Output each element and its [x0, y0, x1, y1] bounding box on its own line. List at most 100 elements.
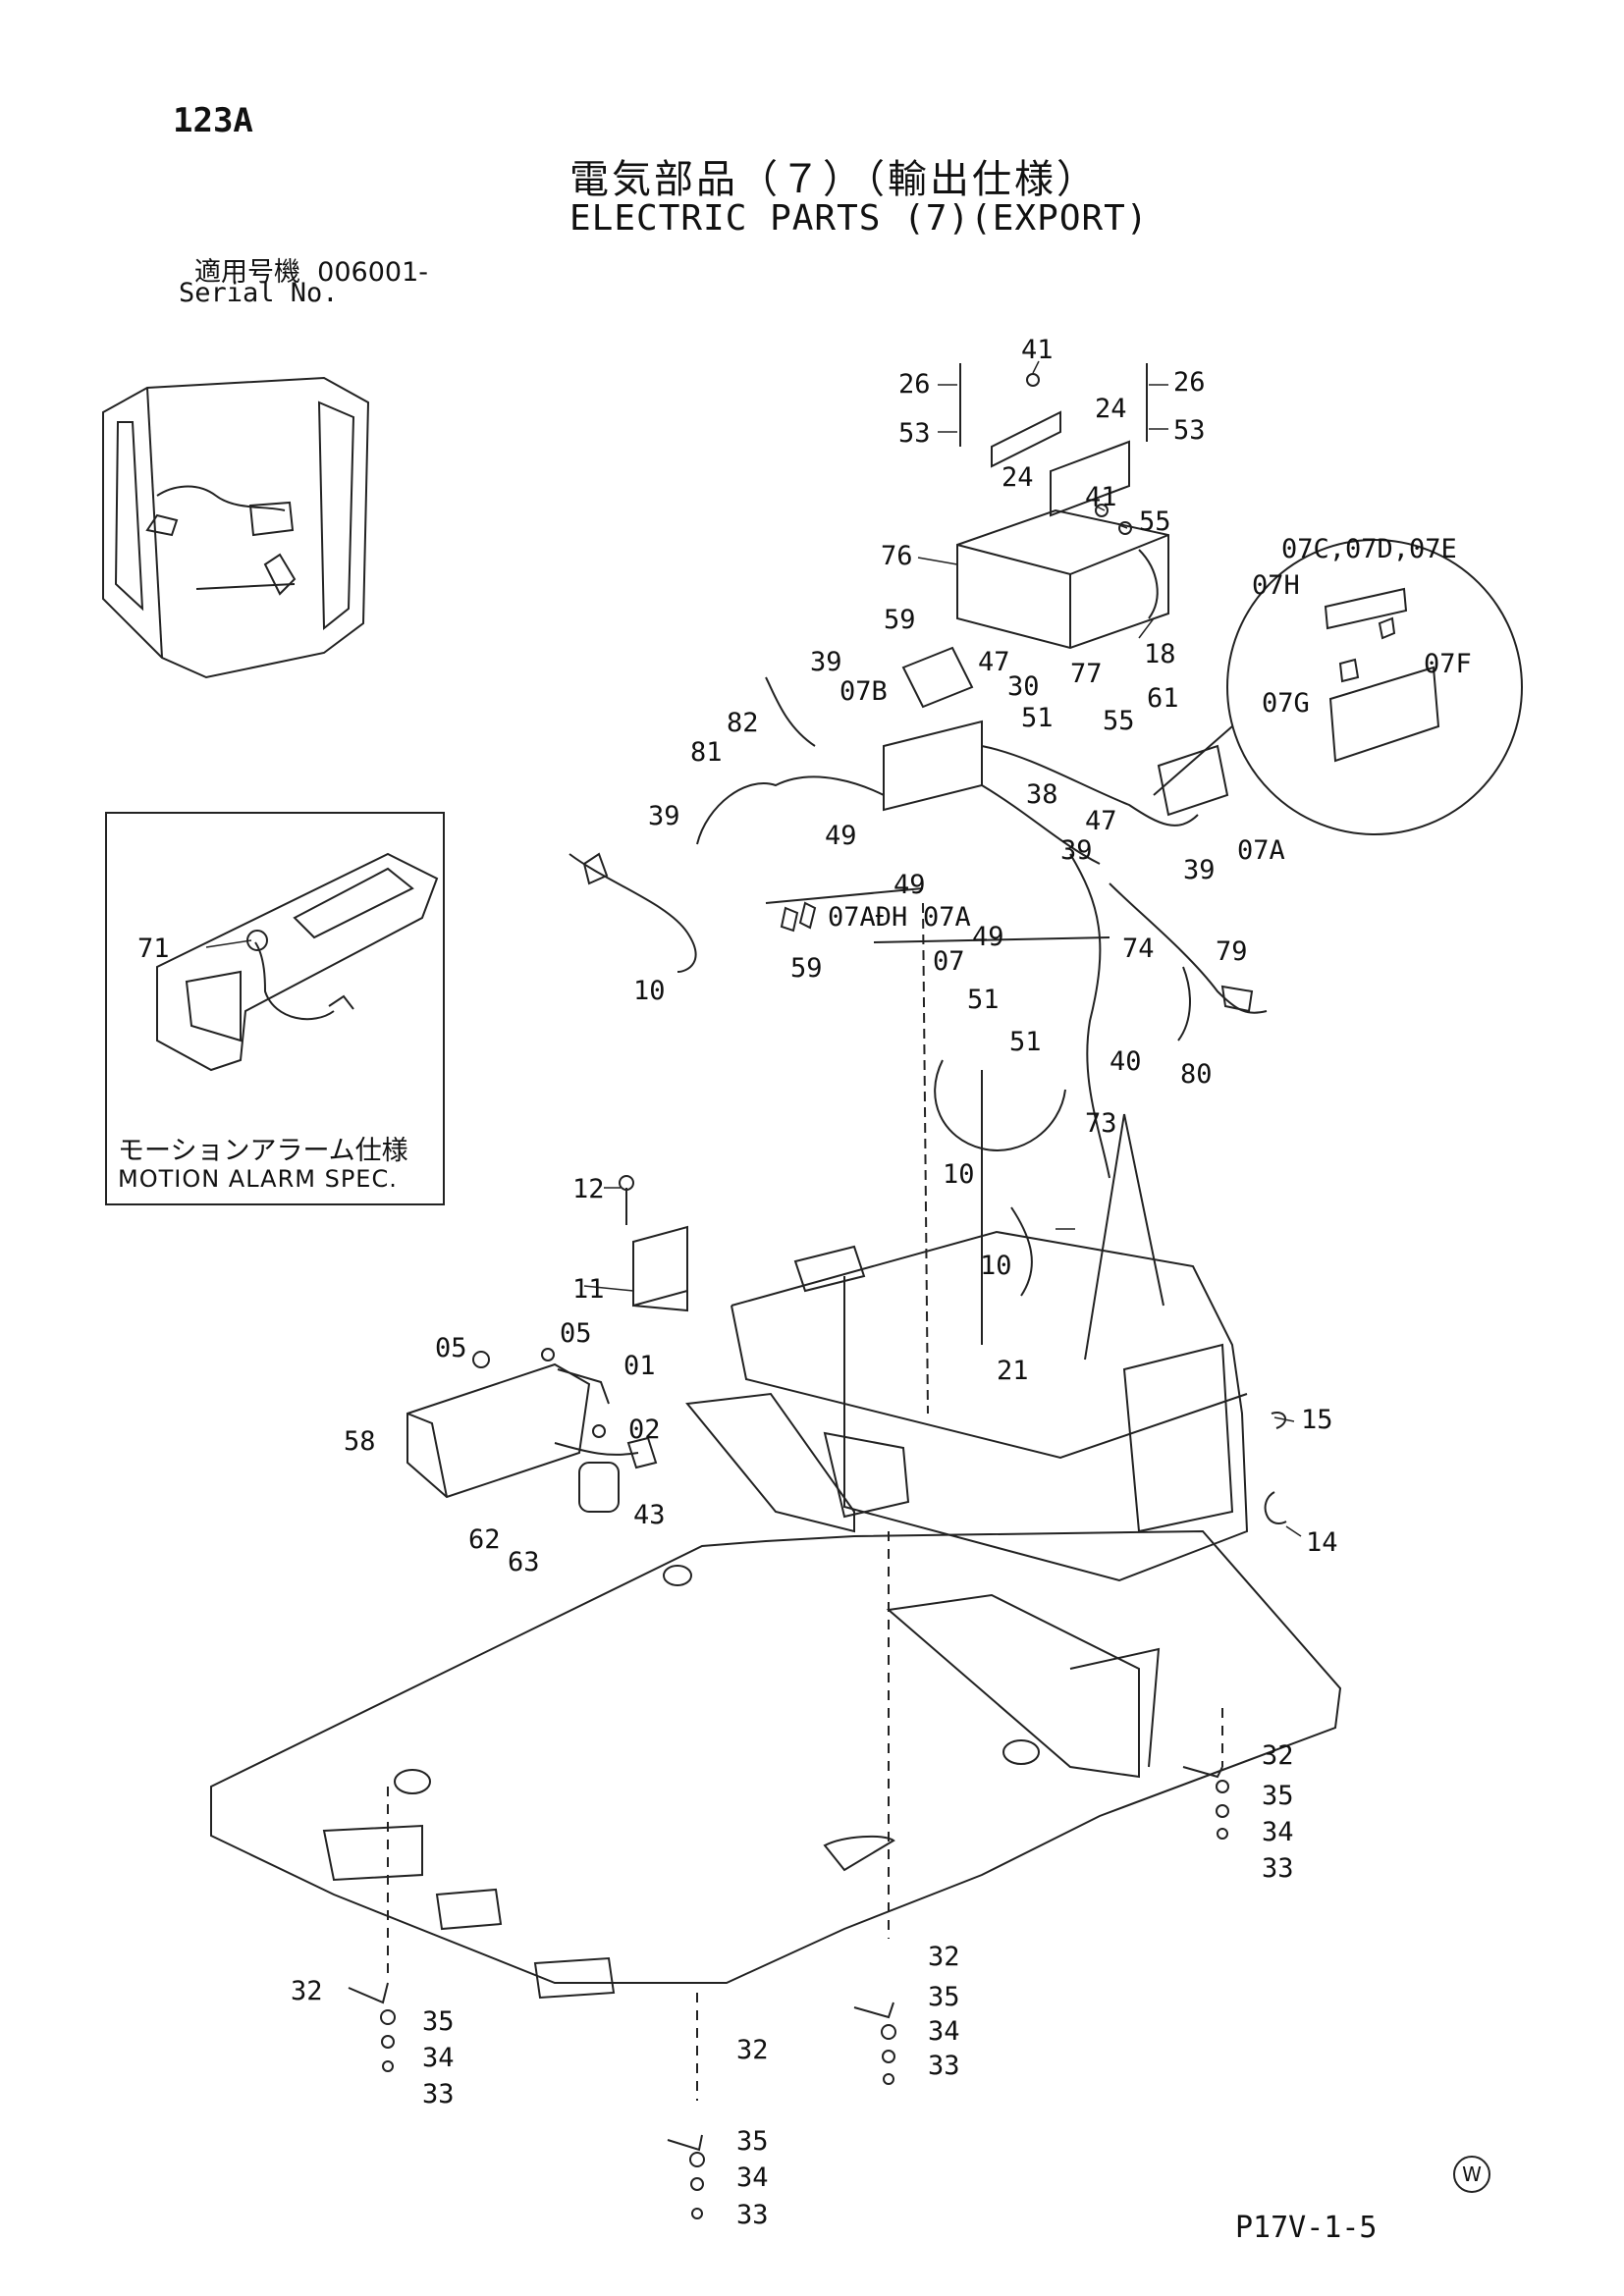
callout-07b: 07B	[839, 676, 888, 707]
callout-82: 82	[727, 708, 759, 738]
callout-63: 63	[508, 1547, 540, 1577]
callout-35d: 35	[736, 2126, 769, 2157]
callout-34d: 34	[736, 2163, 769, 2193]
serial-value: 006001-	[317, 257, 428, 288]
callout-35c: 35	[928, 1982, 960, 2012]
callout-26a: 26	[898, 369, 931, 400]
callout-39c: 39	[1060, 835, 1093, 866]
callout-32a: 32	[1262, 1740, 1294, 1771]
callout-41a: 41	[1021, 335, 1054, 365]
upper-frame	[685, 1230, 1249, 1779]
callout-40: 40	[1110, 1046, 1142, 1077]
page-code: P17V-1-5	[1235, 2211, 1378, 2245]
callout-51c: 51	[1009, 1027, 1042, 1057]
callout-61: 61	[1147, 683, 1179, 714]
callout-07: 07	[933, 946, 965, 977]
callout-39b: 39	[648, 801, 680, 831]
callout-07adh: 07AĐH	[828, 902, 907, 933]
clip-80	[1177, 966, 1191, 1041]
callout-07a1: 07A	[1237, 835, 1285, 866]
motion-alarm-inset	[105, 812, 445, 1205]
callout-14: 14	[1306, 1527, 1338, 1558]
callout-34c: 34	[928, 2016, 960, 2047]
callout-labels: 41 26 26 53 53 24 24 41 55 76 18 07C,07D…	[137, 335, 1472, 2230]
callout-07g: 07G	[1262, 688, 1310, 719]
callout-34b: 34	[422, 2043, 455, 2073]
callout-07cde: 07C,07D,07E	[1281, 534, 1457, 564]
bracket-11	[619, 1175, 688, 1312]
ground-strap-b	[348, 1982, 396, 2072]
floor-plate	[210, 1529, 1342, 2000]
callout-74: 74	[1122, 934, 1155, 964]
page-title-en: ELECTRIC PARTS (7)(EXPORT)	[569, 198, 1149, 239]
callout-12: 12	[572, 1174, 605, 1204]
callout-10b: 10	[943, 1159, 975, 1190]
callout-10a: 10	[633, 976, 666, 1006]
callout-73: 73	[1085, 1108, 1117, 1139]
clip-14	[1264, 1491, 1287, 1524]
callout-07h: 07H	[1252, 570, 1300, 601]
callout-77: 77	[1070, 659, 1103, 689]
callout-51a: 51	[1021, 703, 1054, 733]
callout-02: 02	[628, 1415, 661, 1445]
leader-lines	[205, 360, 1302, 1537]
clip-15	[1271, 1412, 1286, 1429]
callout-32c: 32	[928, 1942, 960, 1972]
ecu-controller	[956, 410, 1169, 650]
callout-26b: 26	[1173, 367, 1206, 398]
alignment-lines	[387, 1531, 1223, 2101]
callout-53b: 53	[1173, 415, 1206, 446]
callout-79: 79	[1216, 936, 1248, 967]
left-switch-panel	[406, 1348, 658, 1513]
callout-49c: 49	[972, 922, 1004, 952]
callout-34a: 34	[1262, 1817, 1294, 1847]
callout-35a: 35	[1262, 1781, 1294, 1811]
callout-41b: 41	[1085, 482, 1117, 512]
callout-43: 43	[633, 1500, 666, 1530]
callout-80: 80	[1180, 1059, 1213, 1090]
main-harness	[568, 646, 1268, 1297]
callout-05a: 05	[435, 1333, 467, 1363]
callout-24b: 24	[1001, 462, 1034, 493]
callout-18: 18	[1144, 639, 1176, 669]
callout-07a2: 07A	[923, 902, 971, 933]
serial-label-jp-text: 適用号機	[194, 257, 300, 288]
callout-49a: 49	[825, 821, 857, 851]
cab-thumbnail	[102, 376, 370, 679]
callout-05b: 05	[560, 1318, 592, 1349]
callout-15: 15	[1301, 1405, 1333, 1435]
callout-32b: 32	[291, 1976, 323, 2006]
callout-33a: 33	[1262, 1853, 1294, 1884]
callout-59b: 59	[790, 953, 823, 984]
callout-47b: 47	[1085, 806, 1117, 836]
leader-frames	[765, 887, 1164, 1415]
serial-label-en: Serial No.	[179, 278, 339, 308]
callout-81: 81	[690, 737, 723, 768]
ground-strap-d	[667, 2134, 705, 2219]
callout-21: 21	[997, 1356, 1029, 1386]
callout-32d: 32	[736, 2035, 769, 2065]
inset-label-en: MOTION ALARM SPEC.	[118, 1165, 398, 1193]
callout-07f: 07F	[1424, 649, 1472, 679]
callout-33d: 33	[736, 2200, 769, 2230]
callout-30: 30	[1007, 671, 1040, 702]
callout-55a: 55	[1139, 507, 1171, 537]
serial-label-jp: 適用号機 006001-	[194, 250, 428, 289]
callout-33c: 33	[928, 2051, 960, 2081]
detail-circle	[1153, 539, 1523, 835]
callout-76: 76	[881, 541, 913, 571]
callout-24a: 24	[1095, 394, 1127, 424]
callout-33b: 33	[422, 2079, 455, 2109]
ground-strap-c	[853, 2002, 896, 2085]
callout-38: 38	[1026, 779, 1058, 810]
callout-62: 62	[468, 1524, 501, 1555]
callout-53a: 53	[898, 418, 931, 449]
callout-01: 01	[623, 1351, 656, 1381]
callout-35b: 35	[422, 2006, 455, 2037]
callout-10c: 10	[980, 1251, 1012, 1281]
inset-console-drawing	[156, 852, 439, 1072]
callout-58: 58	[344, 1426, 376, 1457]
callout-39d: 39	[1183, 855, 1216, 885]
callout-49b: 49	[893, 870, 926, 900]
